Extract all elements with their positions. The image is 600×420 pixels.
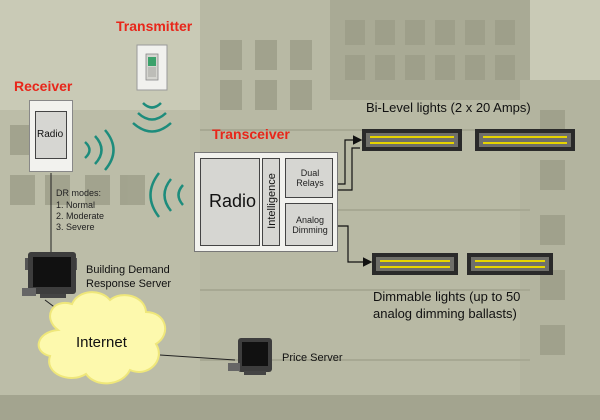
dimmable-lights-label-line1: Dimmable lights (up to 50 (373, 289, 521, 304)
transceiver-radio-label: Radio (209, 191, 257, 211)
price-server-label: Price Server (282, 352, 343, 364)
receiver-label: Receiver (14, 78, 73, 94)
analog-dimming-label: Analog Dimming (292, 215, 328, 235)
internet-price-link (159, 354, 236, 361)
radio-waves-icon (84, 129, 115, 171)
bdr-server-label-line1: Building Demand (86, 264, 170, 276)
receiver-radio-label: Radio (37, 129, 64, 140)
relay-arrow-1 (333, 135, 363, 185)
intelligence-module: Intelligence (262, 158, 280, 246)
dual-relays-module: Dual Relays (285, 158, 333, 198)
dimmable-lights-label-line2: analog dimming ballasts) (373, 306, 517, 321)
relay-arrow-2 (333, 147, 360, 191)
transceiver-radio-module: Radio (200, 158, 260, 246)
bilevel-light-fixture (475, 129, 575, 151)
computer-monitor-icon (228, 338, 272, 375)
bdr-server-label-line2: Response Server (86, 278, 171, 290)
bilevel-light-fixture (362, 129, 462, 151)
intelligence-label: Intelligence (266, 173, 278, 229)
radio-waves-icon (149, 172, 184, 218)
dr-mode-item: 1. Normal (56, 200, 96, 210)
dimming-arrow (333, 225, 373, 267)
dimmable-light-fixture (372, 253, 458, 275)
transceiver-label: Transceiver (212, 126, 290, 142)
computer-monitor-icon (22, 252, 77, 298)
dual-relays-label: Dual Relays (296, 168, 324, 188)
radio-waves-icon (132, 102, 172, 133)
dr-mode-item: 3. Severe (56, 222, 95, 232)
transceiver-device: Radio Intelligence Dual Relays Analog Di… (194, 152, 338, 252)
dimmable-light-fixture (467, 253, 553, 275)
cloud-icon (37, 291, 167, 385)
transmitter-label: Transmitter (116, 18, 193, 34)
receiver-radio-module: Radio (35, 111, 67, 159)
wall-switch-icon (136, 44, 168, 91)
receiver-device: Radio (29, 100, 73, 172)
analog-dimming-module: Analog Dimming (285, 203, 333, 246)
bilevel-lights-label: Bi-Level lights (2 x 20 Amps) (366, 100, 531, 115)
dr-modes-title: DR modes: (56, 188, 102, 198)
dr-mode-item: 2. Moderate (56, 211, 105, 221)
internet-label: Internet (76, 334, 127, 351)
